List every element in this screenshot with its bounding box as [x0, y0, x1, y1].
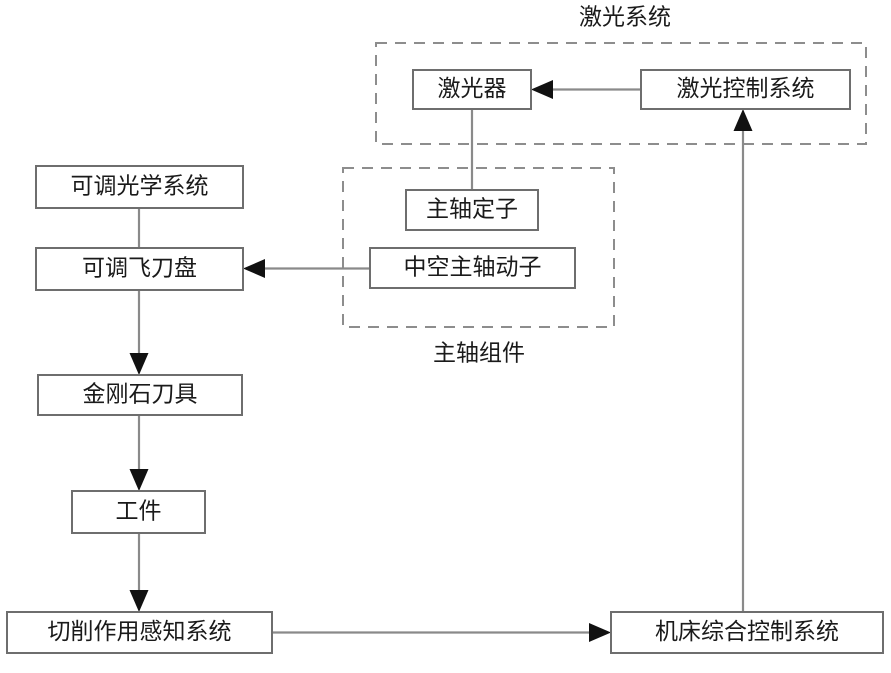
connector-machine-control-to-laser-control: [733, 109, 753, 612]
arrowhead-down: [129, 353, 149, 375]
node-workpiece-label: 工件: [116, 498, 162, 523]
node-workpiece[interactable]: 工件: [71, 490, 206, 534]
group-spindle-assembly-label: 主轴组件: [433, 340, 525, 365]
group-spindle-assembly-border: [342, 167, 615, 328]
arrowhead-left: [531, 80, 553, 99]
node-diamond-tool[interactable]: 金刚石刀具: [37, 374, 243, 416]
connector-workpiece-to-cutting-sensing: [129, 533, 149, 612]
node-adjustable-optics-label: 可调光学系统: [71, 173, 209, 198]
arrowhead-down: [129, 590, 149, 612]
node-laser-control-box[interactable]: [640, 69, 851, 110]
node-laser-box[interactable]: [412, 69, 532, 110]
arrowhead-up: [733, 109, 753, 131]
connector-rotor-to-fly-cutter-head: [243, 259, 370, 278]
node-diamond-tool-box[interactable]: [37, 374, 243, 416]
connector-fly-cutter-head-to-diamond-tool: [129, 290, 149, 375]
node-spindle-stator-box[interactable]: [405, 189, 539, 231]
node-adjustable-fly-cutter-head-label: 可调飞刀盘: [82, 255, 197, 280]
node-workpiece-box[interactable]: [71, 490, 206, 534]
node-hollow-spindle-rotor-label: 中空主轴动子: [404, 254, 542, 279]
node-hollow-spindle-rotor-box[interactable]: [369, 247, 576, 289]
node-machine-control-system-box[interactable]: [610, 611, 884, 654]
node-laser[interactable]: 激光器: [412, 69, 532, 110]
node-hollow-spindle-rotor[interactable]: 中空主轴动子: [369, 247, 576, 289]
node-machine-control-system[interactable]: 机床综合控制系统: [610, 611, 884, 654]
connector-laser-control-to-laser: [531, 80, 641, 99]
node-laser-control[interactable]: 激光控制系统: [640, 69, 851, 110]
node-spindle-stator-label: 主轴定子: [426, 196, 518, 221]
node-laser-label: 激光器: [438, 76, 507, 101]
node-diamond-tool-label: 金刚石刀具: [83, 381, 198, 406]
group-laser-system: 激光系统: [375, 4, 867, 145]
node-adjustable-optics-box[interactable]: [35, 165, 244, 209]
arrowhead-down: [129, 469, 149, 491]
node-laser-control-label: 激光控制系统: [677, 76, 815, 101]
node-machine-control-system-label: 机床综合控制系统: [655, 619, 839, 644]
arrowhead-right: [589, 623, 611, 642]
group-laser-system-label: 激光系统: [579, 4, 671, 29]
connector-cutting-sensing-to-machine-control: [272, 623, 611, 642]
node-adjustable-fly-cutter-head[interactable]: 可调飞刀盘: [35, 247, 244, 291]
group-laser-system-border: [375, 42, 867, 145]
connector-diamond-tool-to-workpiece: [129, 415, 149, 491]
node-adjustable-optics[interactable]: 可调光学系统: [35, 165, 244, 209]
arrowhead-left: [243, 259, 265, 278]
node-cutting-sensing-system-box[interactable]: [6, 611, 273, 654]
node-cutting-sensing-system[interactable]: 切削作用感知系统: [6, 611, 273, 654]
group-spindle-assembly: 主轴组件: [342, 167, 615, 365]
node-spindle-stator[interactable]: 主轴定子: [405, 189, 539, 231]
node-adjustable-fly-cutter-head-box[interactable]: [35, 247, 244, 291]
node-cutting-sensing-system-label: 切削作用感知系统: [48, 619, 232, 644]
